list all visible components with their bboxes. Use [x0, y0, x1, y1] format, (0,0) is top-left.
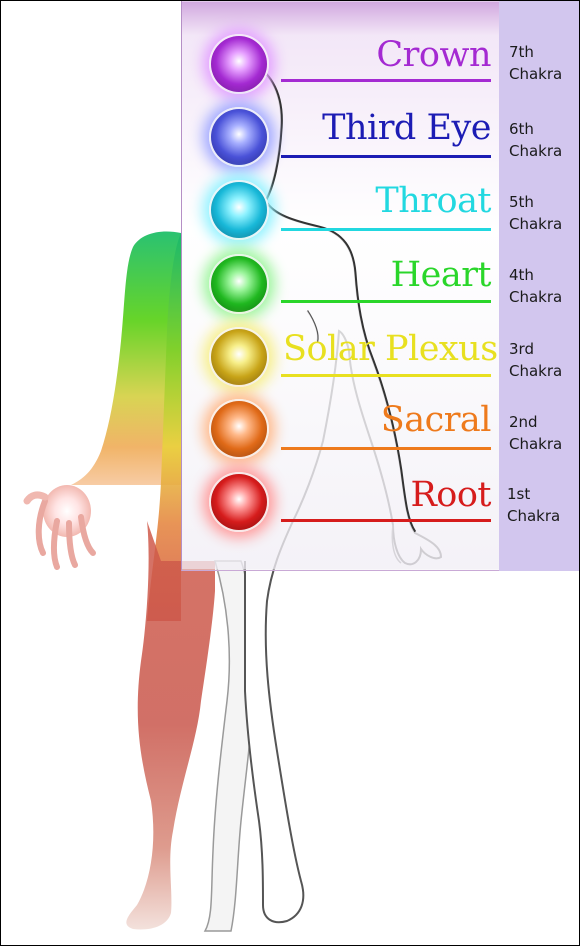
chakra-rank-column: [499, 1, 579, 571]
solar-plexus-chakra-name: Solar Plexus: [283, 329, 498, 369]
throat-chakra-name: Throat: [375, 181, 491, 221]
sacral-rank-number: 2nd: [509, 413, 538, 431]
sacral-chakra-orb: [209, 399, 269, 459]
crown-chakra-name: Crown: [376, 35, 491, 75]
root-chakra-line: [281, 519, 491, 522]
throat-chakra-line: [281, 228, 491, 231]
third-eye-rank-word: Chakra: [509, 142, 563, 160]
root-rank-number: 1st: [507, 485, 531, 503]
sacral-rank-word: Chakra: [509, 435, 563, 453]
crown-rank-word: Chakra: [509, 65, 563, 83]
solar-plexus-rank-number: 3rd: [509, 340, 534, 358]
third-eye-rank-number: 6th: [509, 120, 534, 138]
heart-rank-word: Chakra: [509, 288, 563, 306]
heart-chakra-line: [281, 300, 491, 303]
sacral-chakra-line: [281, 447, 491, 450]
crown-rank-number: 7th: [509, 43, 534, 61]
throat-rank-number: 5th: [509, 193, 534, 211]
third-eye-chakra-orb: [209, 107, 269, 167]
solar-plexus-chakra-orb: [209, 327, 269, 387]
sacral-chakra-name: Sacral: [380, 400, 492, 440]
root-chakra-name: Root: [410, 475, 491, 515]
root-rank-word: Chakra: [507, 507, 561, 525]
crown-chakra-orb: [209, 34, 269, 94]
heart-chakra-orb: [209, 254, 269, 314]
root-chakra-orb: [209, 472, 269, 532]
heart-chakra-name: Heart: [390, 255, 492, 295]
throat-rank-word: Chakra: [509, 215, 563, 233]
throat-chakra-orb: [209, 180, 269, 240]
third-eye-chakra-line: [281, 155, 491, 158]
crown-chakra-line: [281, 79, 491, 82]
third-eye-chakra-name: Third Eye: [322, 108, 491, 148]
solar-plexus-chakra-line: [281, 374, 491, 377]
solar-plexus-rank-word: Chakra: [509, 362, 563, 380]
heart-rank-number: 4th: [509, 266, 534, 284]
